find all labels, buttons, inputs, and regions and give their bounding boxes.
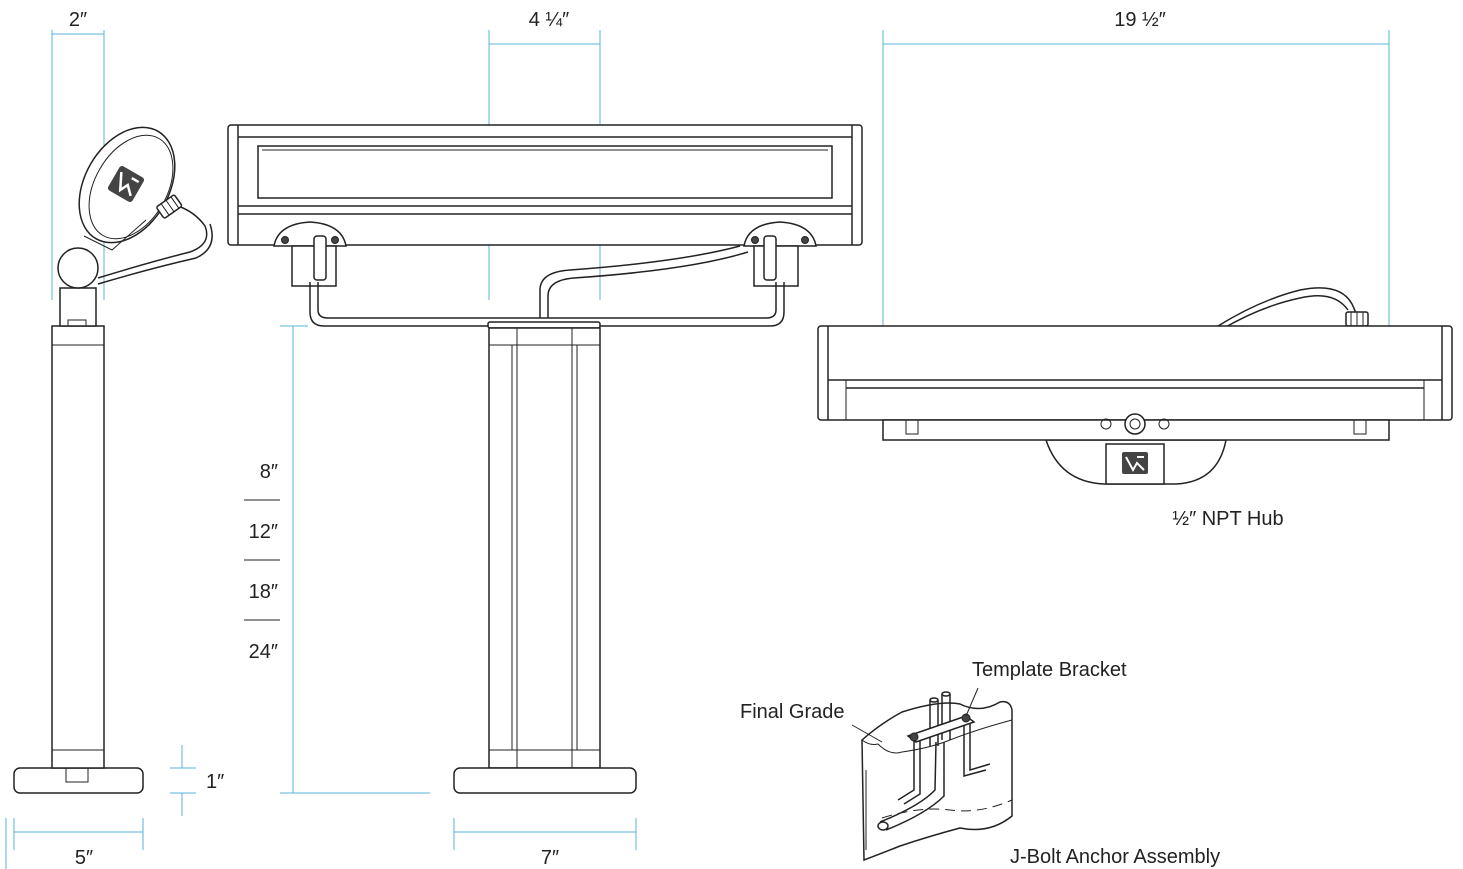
side-base <box>13 767 144 794</box>
dim-height-option: 18″ <box>249 581 278 603</box>
side-view <box>13 126 213 794</box>
dim-front-width: 4 ¼″ <box>529 9 569 31</box>
label-template-bracket: Template Bracket <box>972 659 1127 681</box>
dim-top-length: 19 ½″ <box>1114 9 1166 31</box>
label-final-grade: Final Grade <box>740 701 845 723</box>
dim-base-height: 1″ <box>206 771 224 793</box>
swivel-knuckle <box>57 247 99 289</box>
dim-front-base: 7″ <box>541 847 559 869</box>
company-logo-icon <box>107 165 145 203</box>
side-post <box>51 325 105 769</box>
company-logo-icon <box>1122 452 1148 474</box>
dim-side-width: 2″ <box>69 9 87 31</box>
front-view <box>227 124 863 794</box>
dimension-labels: 2″ 4 ¼″ 19 ½″ 8″ 12″ 18″ 24″ 1″ 5″ 7″ <box>69 9 1166 869</box>
dim-height-option: 8″ <box>260 461 278 483</box>
front-base <box>453 767 637 794</box>
top-view <box>817 287 1453 485</box>
top-housing <box>817 325 1453 421</box>
dim-height-option: 24″ <box>249 641 278 663</box>
height-option-separators <box>244 499 280 621</box>
dim-height-option: 12″ <box>249 521 278 543</box>
label-npt-hub: ½″ NPT Hub <box>1172 508 1283 530</box>
callout-labels: ½″ NPT Hub Template Bracket Final Grade … <box>740 508 1284 868</box>
npt-hub <box>1124 413 1146 435</box>
front-housing <box>227 124 863 246</box>
jbolt-anchor-illustration <box>851 687 1013 862</box>
dim-side-base: 5″ <box>75 847 93 869</box>
label-jbolt-anchor: J-Bolt Anchor Assembly <box>1010 846 1220 868</box>
front-post <box>488 327 601 769</box>
